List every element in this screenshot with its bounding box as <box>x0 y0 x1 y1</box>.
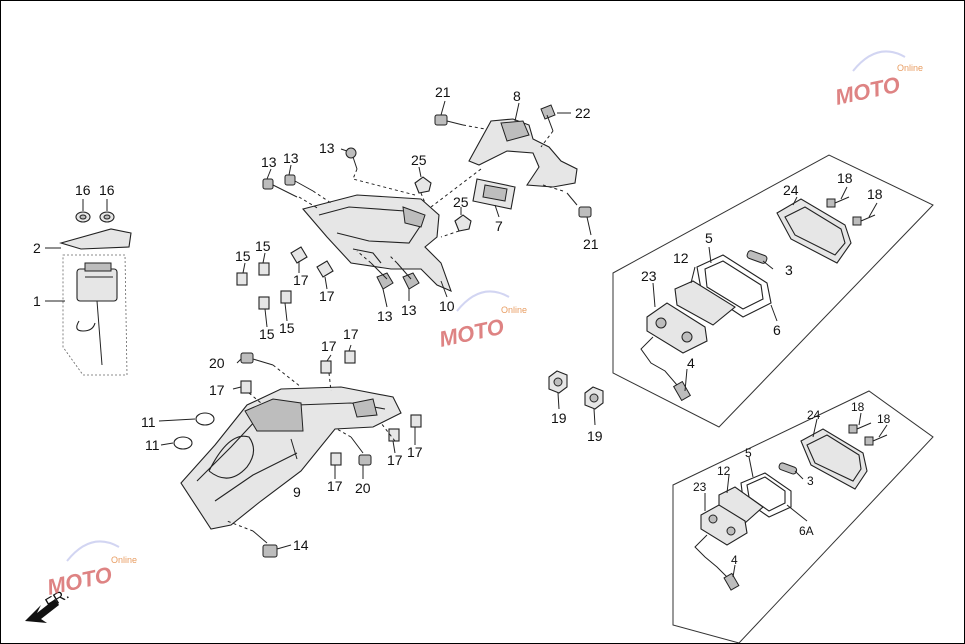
callout-6: 6 <box>773 322 781 338</box>
lamp-base-part-23a <box>640 302 708 402</box>
callout-25a: 25 <box>411 152 427 168</box>
callout-5a: 5 <box>705 230 713 246</box>
callout-18b: 18 <box>867 186 883 202</box>
callout-20a: 20 <box>209 355 225 371</box>
callout-21a: 21 <box>435 84 451 100</box>
callout-17e: 17 <box>209 382 225 398</box>
callout-18c: 18 <box>851 400 865 414</box>
clips-part-15-17 <box>236 246 422 466</box>
bulb-part-3a <box>746 250 768 264</box>
callout-19b: 19 <box>587 428 603 444</box>
watermark-sub-text: Online <box>111 555 137 565</box>
bolts <box>240 104 888 558</box>
watermark-bottom-left: MOTO Online <box>45 540 137 600</box>
license-bracket-part-8 <box>468 118 578 188</box>
callout-4a: 4 <box>687 355 695 371</box>
callout-17d: 17 <box>343 326 359 342</box>
callout-17c: 17 <box>321 338 337 354</box>
lens-part-12a <box>674 280 736 326</box>
callout-22: 22 <box>575 105 591 121</box>
callout-18d: 18 <box>877 412 891 426</box>
callout-8: 8 <box>513 88 521 104</box>
callout-24a: 24 <box>783 182 799 198</box>
reflector-part-7 <box>472 178 516 210</box>
bulb-part-3b <box>778 462 798 475</box>
callout-14: 14 <box>293 537 309 553</box>
callout-6a: 6A <box>799 524 814 538</box>
callout-15d: 15 <box>279 320 295 336</box>
callout-17f: 17 <box>327 478 343 494</box>
callout-13a: 13 <box>261 154 277 170</box>
ecu-box-outline <box>62 254 128 376</box>
callout-7: 7 <box>495 218 503 234</box>
callout-20b: 20 <box>355 480 371 496</box>
callout-18a: 18 <box>837 170 853 186</box>
callout-11b: 11 <box>145 437 160 453</box>
rear-fender-part-10 <box>302 194 452 293</box>
callout-16a: 16 <box>75 182 91 198</box>
callout-2: 2 <box>33 240 41 256</box>
lamp-base-part-23b <box>694 504 748 591</box>
tail-light-group-6-outline <box>612 154 934 428</box>
ecu-unit-part-1 <box>76 262 118 366</box>
callout-13d: 13 <box>377 308 393 324</box>
callout-12a: 12 <box>673 250 689 266</box>
cover-plate-part-2 <box>59 228 132 250</box>
callout-1: 1 <box>33 293 41 309</box>
arrow-icon <box>25 599 59 623</box>
callout-4b: 4 <box>731 553 738 567</box>
lens-housing-part-24a <box>776 198 852 264</box>
watermark-top-right: MOTO Online <box>833 50 923 110</box>
callout-10: 10 <box>439 298 455 314</box>
leader-lines <box>45 100 888 578</box>
callout-17b: 17 <box>319 288 335 304</box>
callout-11a: 11 <box>141 414 156 430</box>
callout-23a: 23 <box>641 268 657 284</box>
o-ring-part-11 <box>173 412 215 450</box>
callout-labels: 1 2 3 3 4 4 5 5 6 6A 7 8 9 10 11 11 12 1… <box>33 84 891 567</box>
inner-fender-part-9 <box>180 386 402 530</box>
callout-3b: 3 <box>807 474 814 488</box>
tail-light-group-6a-outline <box>672 390 934 643</box>
lens-housing-part-24b <box>800 428 868 490</box>
watermark-sub-text: Online <box>501 305 527 315</box>
callout-15a: 15 <box>235 248 251 264</box>
callout-25b: 25 <box>453 194 469 210</box>
callout-16b: 16 <box>99 182 115 198</box>
callout-9: 9 <box>293 484 301 500</box>
callout-17a: 17 <box>293 272 309 288</box>
callout-13c: 13 <box>319 140 335 156</box>
callout-15c: 15 <box>259 326 275 342</box>
watermark-logo-text: MOTO <box>437 314 506 352</box>
callout-13b: 13 <box>283 150 299 166</box>
callout-21b: 21 <box>583 236 599 252</box>
assembly-lines <box>226 124 564 532</box>
watermark-sub-text: Online <box>897 63 923 73</box>
nut-part-19 <box>548 370 604 410</box>
callout-17h: 17 <box>407 444 423 460</box>
callout-15b: 15 <box>255 238 271 254</box>
callout-5b: 5 <box>745 446 752 460</box>
watermark-logo-text: MOTO <box>45 562 114 600</box>
watermark-logo-text: MOTO <box>833 72 902 110</box>
callout-19a: 19 <box>551 410 567 426</box>
callout-23b: 23 <box>693 480 707 494</box>
callout-13e: 13 <box>401 302 417 318</box>
callout-12b: 12 <box>717 464 731 478</box>
callout-24b: 24 <box>807 408 821 422</box>
washer-part-16 <box>75 211 115 223</box>
callout-17g: 17 <box>387 452 403 468</box>
callout-3a: 3 <box>785 262 793 278</box>
